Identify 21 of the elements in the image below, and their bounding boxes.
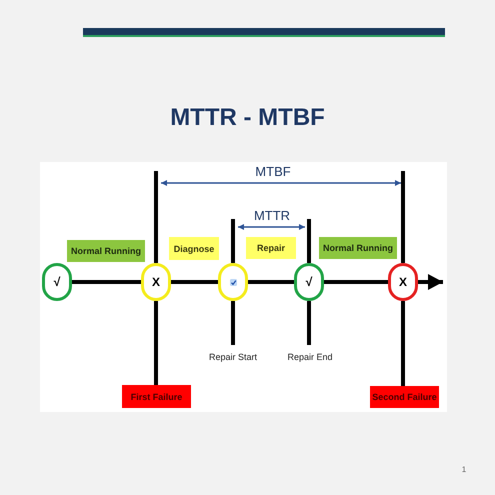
dimension-label: MTTR (252, 208, 292, 224)
timeline-line (248, 280, 294, 284)
page-number: 1 (460, 464, 468, 476)
dimension-label: MTBF (254, 164, 292, 180)
event-label: Repair End (276, 345, 344, 363)
timeline-line (72, 280, 141, 284)
connector-line (154, 301, 158, 385)
slide-title: MTTR - MTBF (169, 103, 326, 133)
connector-line (401, 301, 405, 386)
event-label: Repair Start (199, 345, 267, 363)
timeline-line (171, 280, 218, 284)
timeline-line (324, 280, 388, 284)
failure-tag: First Failure (122, 385, 191, 408)
connector-line (307, 301, 311, 345)
phase-tag: Repair (246, 237, 296, 259)
connector-line (231, 301, 235, 345)
failure-tag: Second Failure (370, 386, 439, 408)
phase-tag: Normal Running (319, 237, 397, 259)
phase-tag: Diagnose (169, 237, 219, 260)
phase-tag: Normal Running (67, 240, 145, 262)
timeline-arrow (418, 274, 443, 290)
